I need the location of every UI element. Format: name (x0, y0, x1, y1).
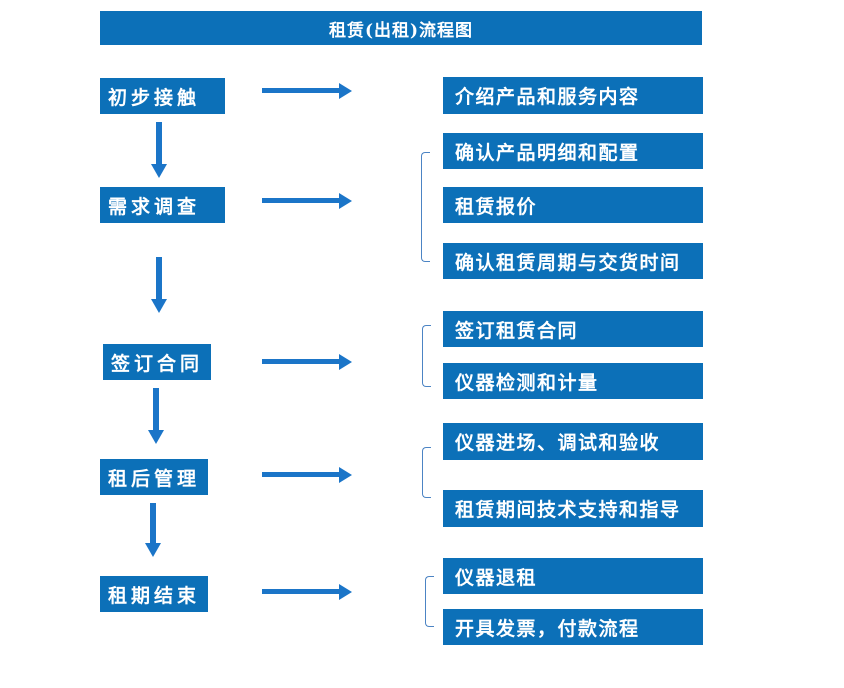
arrow-right-connector-2 (262, 192, 352, 209)
detail-box-confirm-product-config: 确认产品明细和配置 (443, 133, 703, 169)
detail-box-tech-support-guidance: 租赁期间技术支持和指导 (443, 490, 703, 527)
detail-box-confirm-period-delivery: 确认租赁周期与交货时间 (443, 243, 703, 279)
detail-box-sign-rental-contract: 签订租赁合同 (443, 311, 703, 347)
arrow-down-connector-4 (145, 503, 161, 557)
detail-box-instrument-test-metering: 仪器检测和计量 (443, 363, 703, 399)
detail-box-introduce-products: 介绍产品和服务内容 (443, 77, 703, 114)
bracket-post-rental-group (422, 447, 431, 498)
stage-box-initial-contact: 初步接触 (100, 78, 225, 114)
arrow-right-connector-5 (262, 583, 352, 600)
arrow-down-connector-3 (148, 388, 164, 444)
bracket-rental-end-group (425, 576, 434, 627)
arrow-right-connector-1 (262, 82, 352, 99)
stage-box-demand-survey: 需求调查 (100, 187, 225, 223)
detail-box-instrument-return: 仪器退租 (443, 558, 703, 594)
stage-box-sign-contract: 签订合同 (103, 344, 211, 380)
arrow-down-connector-1 (151, 122, 167, 178)
title-text: 租赁(出租)流程图 (328, 20, 474, 41)
title-bar: 租赁(出租)流程图 (100, 11, 702, 45)
bracket-demand-survey-group (421, 152, 430, 262)
detail-box-invoice-payment: 开具发票，付款流程 (443, 609, 703, 645)
detail-box-instrument-setup-acceptance: 仪器进场、调试和验收 (443, 423, 703, 460)
arrow-right-connector-4 (262, 466, 352, 483)
bracket-sign-contract-group (422, 325, 431, 387)
detail-box-rental-quote: 租赁报价 (443, 187, 703, 223)
arrow-right-connector-3 (262, 353, 352, 370)
stage-box-rental-end: 租期结束 (100, 576, 208, 612)
arrow-down-connector-2 (151, 257, 167, 313)
stage-box-post-rental-management: 租后管理 (100, 459, 208, 495)
